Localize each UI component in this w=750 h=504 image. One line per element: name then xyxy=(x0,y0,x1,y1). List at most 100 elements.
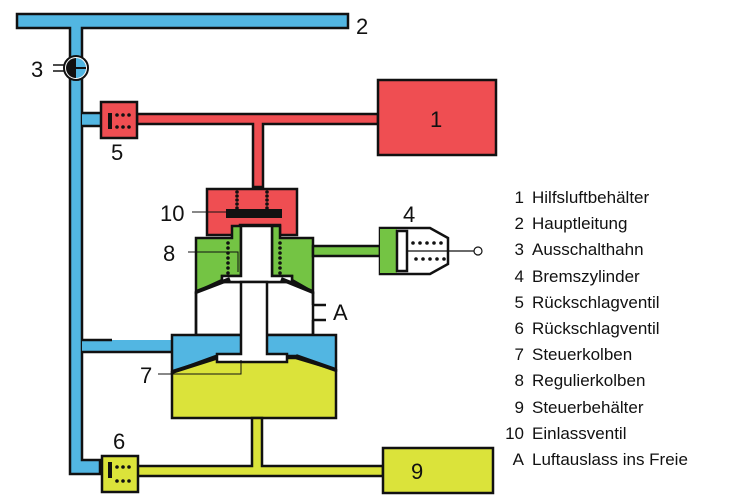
legend-label: Bremszylinder xyxy=(532,266,640,286)
legend-item: 7 Steuerkolben xyxy=(496,342,688,368)
check-valve-6 xyxy=(100,454,140,494)
spring-dot xyxy=(439,241,443,245)
spring-dot xyxy=(442,257,446,261)
spring-dot xyxy=(418,241,422,245)
legend-label: Regulierkolben xyxy=(532,371,646,391)
spring-dot xyxy=(235,206,239,210)
brake-cylinder xyxy=(378,226,483,276)
callout-7: 7 xyxy=(140,363,152,388)
spring-dot xyxy=(278,266,282,270)
control-reservoir xyxy=(381,446,495,495)
spring-dot xyxy=(115,479,119,483)
spring-dot xyxy=(414,257,418,261)
legend-key: 6 xyxy=(514,319,524,339)
legend-key: 1 xyxy=(514,188,524,208)
legend-label: Steuerbehälter xyxy=(532,397,644,417)
legend-key: 4 xyxy=(514,266,524,286)
callout-A: A xyxy=(333,300,348,325)
legend-key: 7 xyxy=(514,345,524,365)
callout-9: 9 xyxy=(411,459,423,484)
spring-dot xyxy=(127,479,131,483)
brake-rod-end xyxy=(473,246,483,256)
spring-dot xyxy=(121,465,125,469)
spring-dot xyxy=(265,190,269,194)
cutoff-cock xyxy=(53,55,89,81)
legend-label: Rückschlagventil xyxy=(532,319,660,339)
spring-dot xyxy=(121,125,125,129)
main-line xyxy=(15,12,350,476)
aux-reservoir-line xyxy=(135,112,380,189)
spring-dot xyxy=(121,113,125,117)
callout-2: 2 xyxy=(356,14,368,39)
aux-reservoir xyxy=(376,78,498,157)
spring-dot xyxy=(226,266,230,270)
brake-cylinder-piston xyxy=(395,229,409,273)
spring-dot xyxy=(226,261,230,265)
spring-dot xyxy=(278,251,282,255)
legend-label: Steuerkolben xyxy=(532,345,633,365)
spring-dot xyxy=(127,113,131,117)
regulating-to-cylinder-line xyxy=(311,244,382,258)
spring-dot xyxy=(278,261,282,265)
main-line-branch-control xyxy=(82,340,173,352)
spring-dot xyxy=(278,271,282,275)
spring-dot xyxy=(421,257,425,261)
legend-key: 5 xyxy=(514,292,524,312)
legend-label: Hauptleitung xyxy=(532,214,628,234)
spring-dot xyxy=(226,246,230,250)
inlet-valve-disc xyxy=(226,209,282,218)
spring-dot xyxy=(115,465,119,469)
spring-dot xyxy=(235,194,239,198)
control-diaphragm xyxy=(171,354,337,374)
spring-dot xyxy=(265,194,269,198)
main-line-branch-5 xyxy=(82,113,104,126)
callout-3: 3 xyxy=(31,57,43,82)
spring-dot xyxy=(265,202,269,206)
spring-dot xyxy=(278,241,282,245)
spring-dot xyxy=(226,271,230,275)
spring-dot xyxy=(226,251,230,255)
check-valve-6-disc xyxy=(108,462,112,478)
check-valve-5-disc xyxy=(108,113,112,129)
legend-item: 6 Rückschlagventil xyxy=(496,316,688,342)
spring-dot xyxy=(432,241,436,245)
spring-dot xyxy=(115,125,119,129)
legend-key: 8 xyxy=(514,371,524,391)
spring-dot xyxy=(115,113,119,117)
spring-dot xyxy=(127,465,131,469)
legend-key: 3 xyxy=(514,240,524,260)
legend-item: 8 Regulierkolben xyxy=(496,368,688,394)
control-reservoir-line xyxy=(135,416,385,478)
springs xyxy=(115,113,446,483)
spring-dot xyxy=(226,256,230,260)
legend-item: 2 Hauptleitung xyxy=(496,211,688,237)
legend-label: Hilfsluftbehälter xyxy=(532,188,650,208)
callout-1: 1 xyxy=(430,107,442,132)
legend-label: Rückschlagventil xyxy=(532,292,660,312)
regulating-diaphragm xyxy=(195,277,314,294)
spring-dot xyxy=(226,241,230,245)
control-chamber-lower xyxy=(170,356,338,420)
spring-dot xyxy=(127,125,131,129)
spring-dot xyxy=(428,257,432,261)
spring-dot xyxy=(265,198,269,202)
spring-dot xyxy=(235,190,239,194)
callout-8: 8 xyxy=(163,241,175,266)
callout-6: 6 xyxy=(113,429,125,454)
spring-dot xyxy=(121,479,125,483)
legend-key: 9 xyxy=(514,397,524,417)
legend-label: Luftauslass ins Freie xyxy=(532,449,688,469)
vent-outlet xyxy=(313,303,326,322)
legend-item: 4 Bremszylinder xyxy=(496,264,688,290)
legend-label: Einlassventil xyxy=(532,423,627,443)
callout-10: 10 xyxy=(160,201,184,226)
spring-dot xyxy=(411,241,415,245)
spring-dot xyxy=(235,198,239,202)
check-valve-5 xyxy=(99,100,139,140)
legend-key: 2 xyxy=(514,214,524,234)
callout-4: 4 xyxy=(403,202,415,227)
